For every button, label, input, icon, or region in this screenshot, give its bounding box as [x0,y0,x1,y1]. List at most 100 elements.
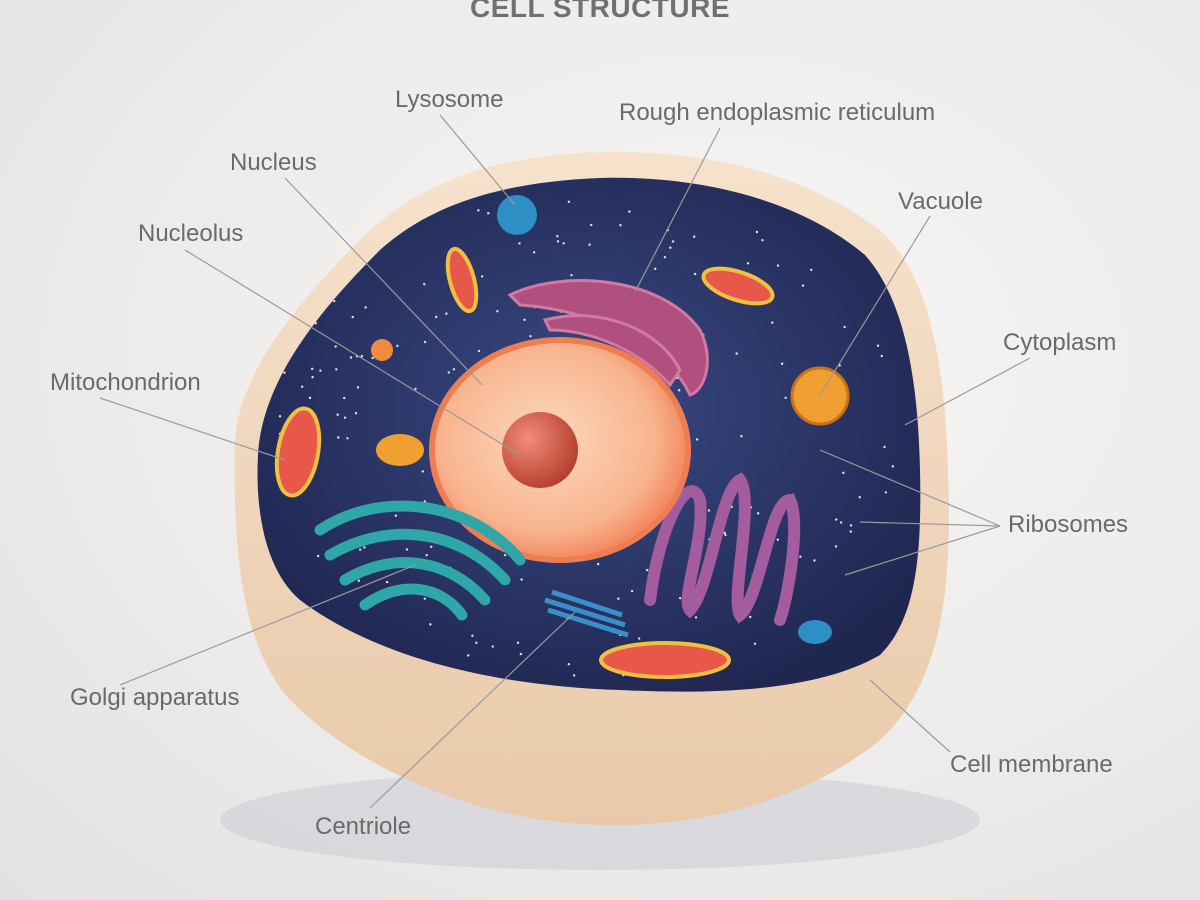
vacuole [790,366,850,426]
ribosome-dot [314,322,317,325]
ribosome-dot [707,509,711,512]
label-lysosome: Lysosome [395,86,504,113]
ribosome-dot [771,321,774,324]
ribosome-dot [425,553,428,557]
ribosome-dot [692,235,696,238]
lysosome [497,195,537,235]
ribosome-dot [487,212,490,215]
ribosome-dot [475,641,478,645]
ribosome-dot [349,356,353,359]
ribosome-dot [414,387,417,391]
leader-lines [99,114,1031,809]
ribosome-dot [780,362,784,365]
ribosome-dot [423,340,427,344]
ribosome-dot [343,396,346,400]
ribosome-dot [319,369,322,372]
ribosome-dot [423,282,426,286]
ribosome-dot [669,246,672,249]
ribosome-dot [753,642,757,645]
ribosome-dot [663,255,667,259]
ribosome-dot [310,367,314,371]
ribosome-dot [421,470,425,473]
ribosome-dot [880,354,883,358]
ribosome-dot [858,496,861,499]
ribosome-dot [336,413,339,416]
ribosome-dot [617,597,620,600]
ribosome-dot [477,209,480,212]
ribosome-dot [630,589,634,593]
ribosome-dot [678,596,682,600]
ribosome-dot [645,568,649,572]
mitochondria [274,246,775,679]
ribosome-dot [835,518,838,521]
ribosome-dot [740,435,743,438]
ribosome-dot [671,240,675,243]
ribosome-dot [278,415,282,418]
ribosome-dot [308,396,312,400]
ribosome-dot [480,275,484,278]
ribosome-dot [467,654,470,657]
ribosome-dot [628,210,631,213]
ribosome-dot [364,306,367,309]
ribosome-dot [834,545,838,548]
ribosome-dot [556,240,560,243]
ribosome-dot [283,371,286,374]
ribosome-dot [311,375,314,379]
ribosome-dot [567,662,571,666]
ribosome-dot [496,310,499,313]
ribosome-dot [503,553,507,557]
diagram-title: CELL STRUCTURE [469,0,731,23]
ribosome-dot [567,200,571,203]
ribosome-dot [588,243,591,246]
ribosome-dot [434,315,438,319]
ribosome-dot [572,674,576,677]
golgi-apparatus [314,500,526,621]
ribosome-dot [619,224,622,227]
smooth-er [644,472,801,626]
ribosome-dot [346,437,349,440]
centriole [544,589,629,638]
ribosome-dot [724,533,727,537]
ribosome-dot [735,352,738,355]
ribosome-dot [801,284,805,287]
ribosome-dot [405,548,409,551]
label-ribosomes: Ribosomes [1008,511,1129,538]
ribosome-dot [755,230,759,234]
ribosome-dot [776,538,780,541]
ribosome-dot [343,416,347,419]
ribosome-dot [430,545,433,548]
ribosome-dot [385,580,389,584]
ribosome-dot [396,344,399,348]
ribosome-dot [849,530,852,533]
ribosome-dot [423,597,426,600]
ribosome-dot [842,471,845,475]
ribosome-dot [813,559,816,562]
label-golgi-apparatus: Golgi apparatus [70,684,240,711]
ribosome-dot [677,389,681,392]
ribosome-dot [371,356,374,360]
label-cell-membrane: Cell membrane [950,751,1113,778]
label-rough-er: Rough endoplasmic reticulum [619,99,936,126]
ribosome-dot [637,637,641,640]
ribosome-dot [746,262,750,265]
vesicle [371,339,393,361]
ribosome-dot [471,634,474,637]
label-vacuole: Vacuole [898,188,983,215]
ribosome-dot [694,616,698,619]
ribosome-dot [532,251,536,254]
label-nucleolus: Nucleolus [138,220,244,247]
ribosome-dot [590,223,593,227]
ribosome-dot [761,238,764,242]
label-nucleus: Nucleus [230,149,317,176]
ribosome-dot [334,345,337,348]
ribosome-dot [849,524,853,527]
ribosome-dot [516,641,520,644]
ribosome-dot [784,396,787,400]
ribosome-dot [693,272,697,276]
label-mitochondrion: Mitochondrion [50,369,201,396]
ribosome-dot [756,512,760,515]
ribosome-dot [520,578,523,581]
ribosome-dot [695,438,699,441]
ribosome-dot [351,315,354,319]
